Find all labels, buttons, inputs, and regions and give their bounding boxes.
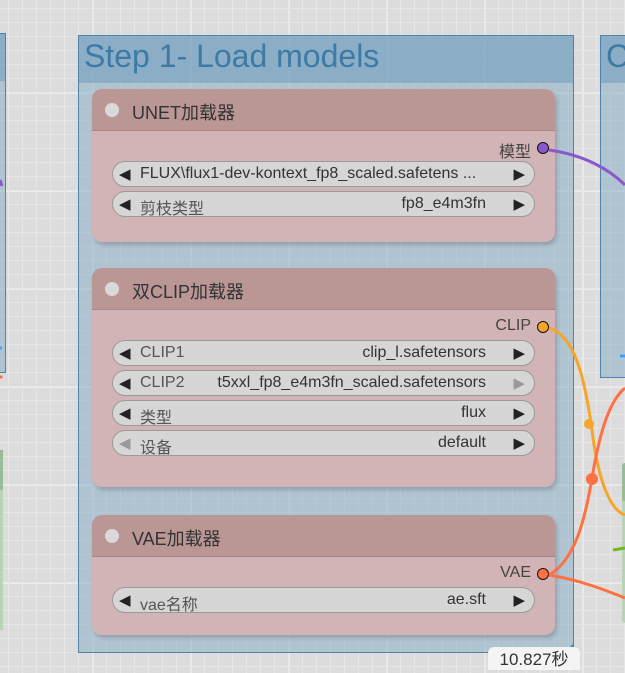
output-label-model: 模型 <box>498 144 531 161</box>
widget-label: CLIP1 <box>140 344 185 361</box>
arrow-right-icon[interactable]: ▶ <box>513 435 525 452</box>
left-neighbor-group-title-bar <box>0 34 5 81</box>
arrow-left-icon[interactable]: ◀ <box>119 345 131 362</box>
widget-value: clip_l.safetensors <box>362 344 486 361</box>
widget-value: fp8_e4m3fn <box>401 195 486 212</box>
arrow-right-icon[interactable]: ▶ <box>513 345 525 362</box>
arrow-right-icon[interactable]: ▶ <box>513 592 525 609</box>
left-neighbor-node-header-sliver <box>0 450 3 490</box>
arrow-left-icon[interactable]: ◀ <box>119 166 131 183</box>
output-label-clip: CLIP <box>495 317 531 334</box>
widget-value: t5xxl_fp8_e4m3fn_scaled.safetensors <box>217 374 486 391</box>
group-title-bar[interactable] <box>79 36 573 83</box>
right-neighbor-group-title: C <box>606 38 625 75</box>
right-neighbor-group[interactable]: C <box>600 35 625 378</box>
right-neighbor-group-title-bar <box>601 36 625 83</box>
left-neighbor-group[interactable] <box>0 33 6 373</box>
wire-vae-midpoint <box>586 473 598 485</box>
node-header[interactable]: UNET加载器 <box>92 89 555 131</box>
widget-value: flux <box>461 404 486 421</box>
arrow-right-icon[interactable]: ▶ <box>513 375 525 392</box>
output-slot-vae-icon[interactable] <box>537 568 549 580</box>
output-slot-model-icon[interactable] <box>537 142 549 154</box>
arrow-left-icon[interactable]: ◀ <box>119 375 131 392</box>
widget-label: 类型 <box>140 410 173 427</box>
widget-label: CLIP2 <box>140 374 185 391</box>
collapse-dot-icon[interactable] <box>105 529 119 543</box>
widget-label: vae名称 <box>140 597 198 614</box>
widget-value: ae.sft <box>446 591 486 608</box>
vae-name-combo[interactable]: ◀ vae名称 ae.sft ▶ <box>112 587 535 614</box>
node-header[interactable]: 双CLIP加载器 <box>92 268 555 310</box>
clip2-combo[interactable]: ◀ CLIP2 t5xxl_fp8_e4m3fn_scaled.safetens… <box>112 370 535 396</box>
widget-value: default <box>437 434 486 451</box>
node-header[interactable]: VAE加载器 <box>92 515 555 557</box>
output-slot-clip-icon[interactable] <box>537 321 549 333</box>
arrow-right-icon[interactable]: ▶ <box>513 166 525 183</box>
arrow-left-icon[interactable]: ◀ <box>119 435 131 452</box>
execution-time-badge: 10.827秒 <box>488 647 580 670</box>
node-vae-loader[interactable]: VAE加载器 VAE ◀ vae名称 ae.sft ▶ <box>92 515 555 635</box>
output-label-vae: VAE <box>500 564 531 581</box>
node-title: UNET加载器 <box>132 103 235 123</box>
arrow-left-icon[interactable]: ◀ <box>119 405 131 422</box>
node-dual-clip-loader[interactable]: 双CLIP加载器 CLIP ◀ CLIP1 clip_l.safetensors… <box>92 268 555 487</box>
unet-name-combo[interactable]: ◀ FLUX\flux1-dev-kontext_fp8_scaled.safe… <box>112 161 535 187</box>
widget-label: 设备 <box>140 440 173 457</box>
weight-dtype-combo[interactable]: ◀ 剪枝类型 fp8_e4m3fn ▶ <box>112 191 535 218</box>
arrow-left-icon[interactable]: ◀ <box>119 592 131 609</box>
wire-clip-midpoint <box>584 419 594 429</box>
widget-label: 剪枝类型 <box>140 201 205 218</box>
type-combo[interactable]: ◀ 类型 flux ▶ <box>112 400 535 427</box>
collapse-dot-icon[interactable] <box>105 103 119 117</box>
clip1-combo[interactable]: ◀ CLIP1 clip_l.safetensors ▶ <box>112 340 535 366</box>
group-title: Step 1- Load models <box>84 38 380 74</box>
arrow-left-icon[interactable]: ◀ <box>119 196 131 213</box>
left-neighbor-node-sliver <box>0 450 3 630</box>
device-combo[interactable]: ◀ 设备 default ▶ <box>112 430 535 457</box>
wire-orange-stub-left <box>0 374 4 380</box>
node-title: VAE加载器 <box>132 529 221 549</box>
arrow-right-icon[interactable]: ▶ <box>513 405 525 422</box>
arrow-right-icon[interactable]: ▶ <box>513 196 525 213</box>
widget-value: FLUX\flux1-dev-kontext_fp8_scaled.safete… <box>140 165 477 182</box>
node-unet-loader[interactable]: UNET加载器 模型 ◀ FLUX\flux1-dev-kontext_fp8_… <box>92 89 555 242</box>
collapse-dot-icon[interactable] <box>105 282 119 296</box>
node-title: 双CLIP加载器 <box>132 282 245 302</box>
